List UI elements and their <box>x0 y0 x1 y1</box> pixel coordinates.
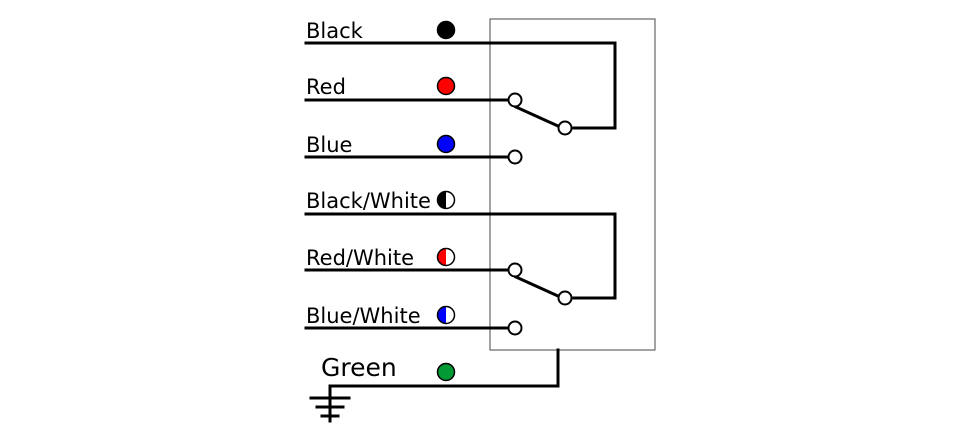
dot-half-fill <box>437 191 446 209</box>
dot-outline <box>436 76 456 96</box>
terminal-blue <box>507 149 523 165</box>
switch-lever-upper <box>514 105 560 128</box>
color-dot-blue <box>436 134 456 154</box>
dot-outline <box>436 20 456 40</box>
dot-outline <box>436 247 456 267</box>
wire-label-blue-white: Blue/White <box>306 304 421 328</box>
dot-outline <box>436 190 456 210</box>
terminal-common-upper <box>557 120 573 136</box>
wire-label-green: Green <box>321 353 397 382</box>
dot-half-fill <box>437 248 446 266</box>
wire-label-red-white: Red/White <box>306 246 414 270</box>
dot-fill <box>437 135 455 153</box>
dot-fill <box>437 363 455 381</box>
terminal-red <box>507 92 523 108</box>
dot-outline <box>436 305 456 325</box>
ground-symbol <box>309 396 351 418</box>
terminal-common-lower <box>557 290 573 306</box>
wire-label-red: Red <box>306 75 346 99</box>
color-dot-blue-white <box>436 305 456 325</box>
wire-label-black: Black <box>306 19 364 43</box>
wire-black-white-line <box>304 212 617 300</box>
switch-lever-lower <box>514 275 560 298</box>
switch-housing <box>489 18 656 351</box>
wire-green-line <box>328 348 560 423</box>
wire-black-line <box>304 41 617 130</box>
dot-outline <box>436 134 456 154</box>
wire-label-black-white: Black/White <box>306 189 431 213</box>
wire-label-blue: Blue <box>306 133 352 157</box>
color-dot-red-white <box>436 247 456 267</box>
color-dot-black <box>436 20 456 40</box>
terminal-blue-white <box>507 320 523 336</box>
terminal-red-white <box>507 262 523 278</box>
color-dot-green <box>436 362 456 382</box>
color-dot-black-white <box>436 190 456 210</box>
dot-outline <box>436 362 456 382</box>
dot-fill <box>437 77 455 95</box>
color-dot-red <box>436 76 456 96</box>
dot-half-fill <box>437 306 446 324</box>
dot-fill <box>437 21 455 39</box>
